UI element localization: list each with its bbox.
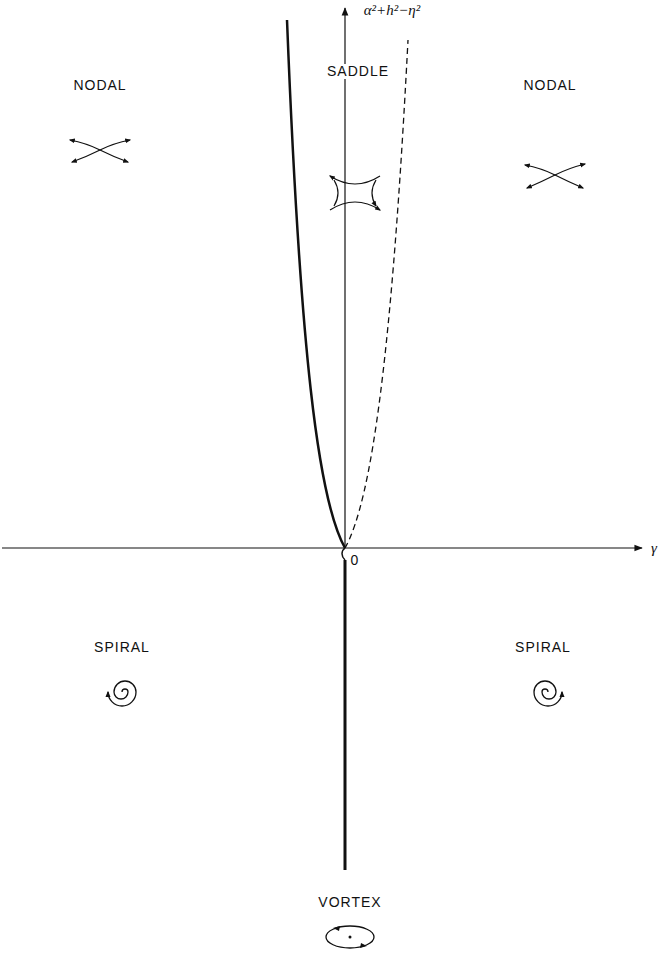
nodal-sketch (70, 140, 130, 162)
nodal-sketch (525, 164, 585, 188)
vortex-boundary (344, 560, 347, 870)
region-label: SPIRAL (515, 640, 571, 655)
origin-label: 0 (351, 553, 360, 568)
spiral-sketch (108, 681, 136, 706)
vortex-sketch (326, 926, 374, 948)
origin-loop (342, 548, 345, 560)
horizontal-axis (2, 547, 642, 548)
spiral-sketch (534, 681, 562, 706)
saddle-sketch (330, 176, 380, 210)
region-label: SPIRAL (94, 640, 150, 655)
region-label: NODAL (73, 78, 126, 93)
saddle-boundary-dashed (345, 40, 408, 548)
saddle-boundary-solid (287, 20, 345, 548)
axis-label: γ (651, 540, 657, 557)
vertical-axis (344, 8, 345, 548)
region-label: NODAL (523, 78, 576, 93)
region-label: VORTEX (318, 895, 381, 910)
axis-label: α²+h²−η² (364, 2, 421, 19)
region-label: SADDLE (325, 64, 391, 79)
